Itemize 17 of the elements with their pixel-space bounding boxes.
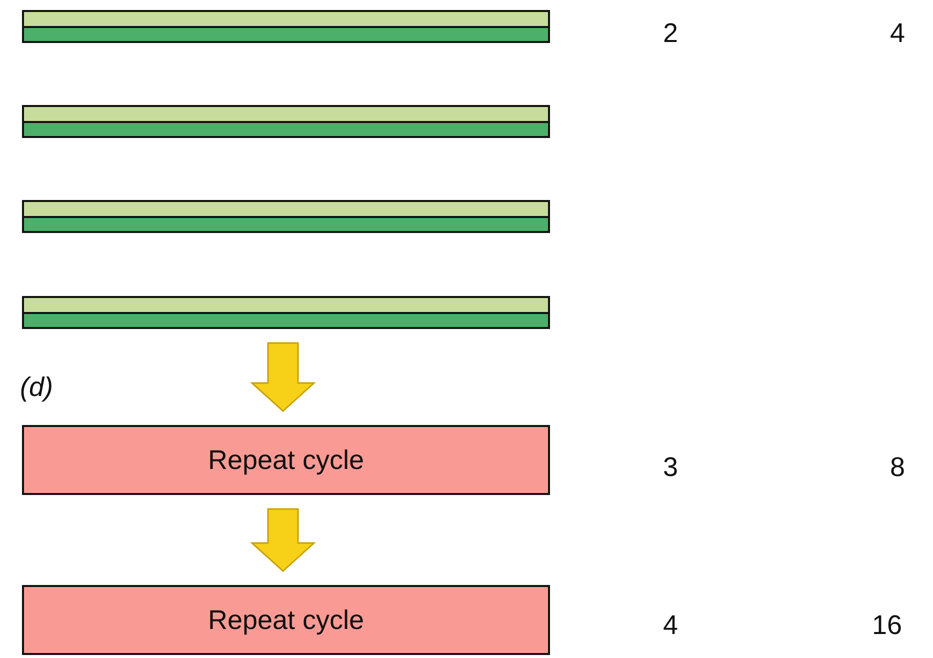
dna-double-strand: [22, 10, 550, 43]
cycle-number: 8: [890, 452, 906, 483]
block-arrow: [250, 508, 316, 572]
cycle-number: 16: [872, 610, 902, 641]
process-box: [22, 585, 550, 655]
cycle-number: 2: [663, 18, 678, 49]
cycle-number: 4: [890, 18, 906, 49]
cycle-number: 4: [663, 610, 678, 641]
dna-double-strand: [22, 296, 550, 329]
process-box: [22, 425, 550, 495]
dna-double-strand: [22, 105, 550, 138]
panel-label: (d): [20, 372, 53, 403]
box-label: Repeat cycle: [208, 444, 364, 476]
dna-double-strand: [22, 200, 550, 233]
cycle-number: 3: [663, 452, 678, 483]
box-label: Repeat cycle: [208, 604, 364, 636]
block-arrow: [250, 342, 316, 412]
